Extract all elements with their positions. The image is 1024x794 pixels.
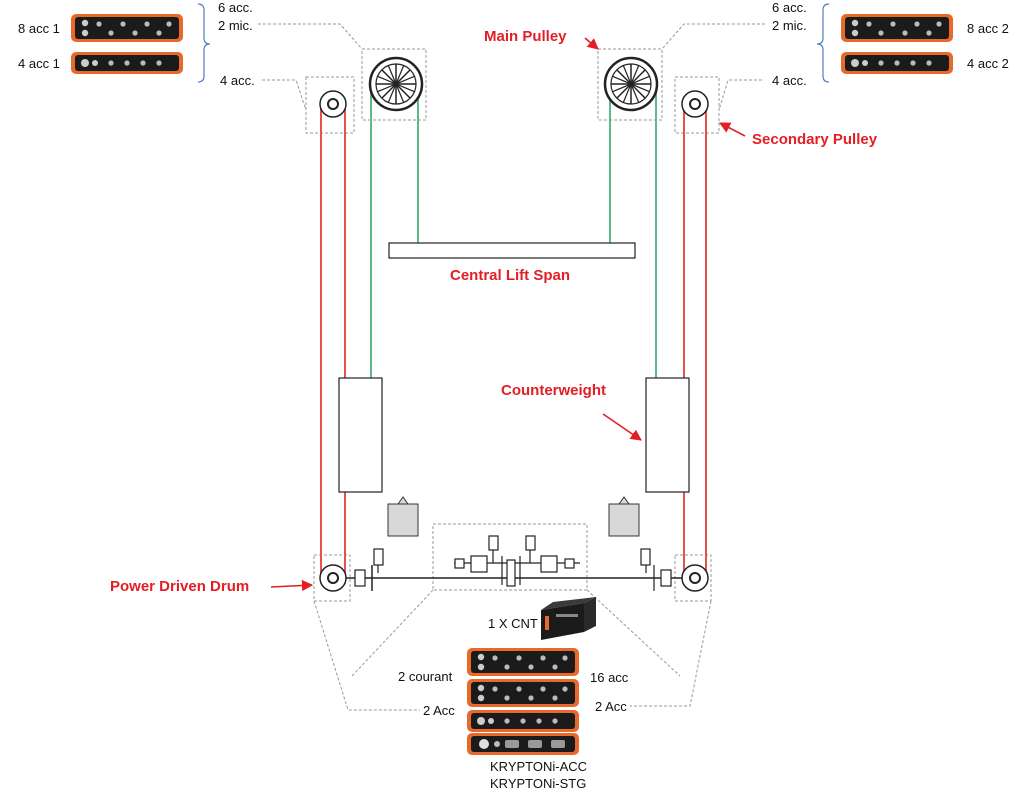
motor-right	[608, 496, 640, 537]
main-pulley-label: Main Pulley	[484, 28, 567, 45]
left-tower-daq: 8 acc 1 4 acc 1 6 acc. 2 mic. 4 acc.	[18, 0, 255, 88]
module-label: 8 acc 1	[18, 21, 60, 36]
daq-module-4acc-2	[841, 52, 953, 74]
bracket	[197, 3, 211, 83]
bracket	[816, 3, 830, 83]
daq-module-stack-3	[467, 710, 579, 732]
acc-label: 2 Acc	[595, 699, 627, 714]
secondary-pulley-left	[319, 90, 347, 118]
central-lift-span-label: Central Lift Span	[450, 267, 570, 284]
right-tower-daq: 8 acc 2 4 acc 2 6 acc. 2 mic. 4 acc.	[772, 0, 1009, 88]
counterweight-arrow	[602, 413, 642, 441]
acc-label: 2 Acc	[423, 703, 455, 718]
daq-module-stack-2	[467, 679, 579, 707]
counterweight-left	[338, 377, 383, 493]
sensor-count-label: 2 mic.	[218, 18, 253, 33]
drum-right	[681, 564, 709, 592]
drum-left	[319, 564, 347, 592]
main-pulley-right	[603, 56, 659, 112]
sensor-count-label: 4 acc.	[220, 73, 255, 88]
ropes	[320, 82, 707, 577]
module-label: 4 acc 2	[967, 56, 1009, 71]
main-pulley-arrow	[584, 37, 599, 50]
current-label: 2 courant	[398, 669, 453, 684]
sensor-count-label: 2 mic.	[772, 18, 807, 33]
secondary-pulley-arrow	[719, 122, 746, 137]
secondary-pulley-right	[681, 90, 709, 118]
module-label: 4 acc 1	[18, 56, 60, 71]
daq-module-8acc-1	[71, 14, 183, 42]
sensor-count-label: 6 acc.	[218, 0, 253, 15]
secondary-pulley-label: Secondary Pulley	[752, 131, 878, 148]
daq-module-4acc-1	[71, 52, 183, 74]
power-driven-drum-label: Power Driven Drum	[110, 578, 249, 595]
daq-module-stack-1	[467, 648, 579, 676]
counterweight-label: Counterweight	[501, 382, 606, 399]
drum-arrow	[270, 579, 314, 592]
motor-left	[387, 496, 419, 537]
sensor-count-label: 6 acc.	[772, 0, 807, 15]
module-label: 8 acc 2	[967, 21, 1009, 36]
module-type-label: KRYPTONi-STG	[490, 776, 586, 791]
sensor-count-label: 4 acc.	[772, 73, 807, 88]
counterweight-right	[645, 377, 690, 493]
central-lift-span	[388, 242, 636, 259]
module-type-label: KRYPTONi-ACC	[490, 759, 587, 774]
callout-lines	[258, 23, 765, 711]
drive-daq: 1 X CNT 2 courant 16 acc 2 Acc 2 Acc KRY…	[398, 597, 629, 791]
drive-shaft	[346, 535, 682, 591]
cnt-module	[541, 597, 596, 640]
acc-label: 16 acc	[590, 670, 629, 685]
main-pulley-left	[368, 56, 424, 112]
cnt-label: 1 X CNT	[488, 616, 538, 631]
daq-module-stack-4	[467, 733, 579, 755]
daq-module-8acc-2	[841, 14, 953, 42]
